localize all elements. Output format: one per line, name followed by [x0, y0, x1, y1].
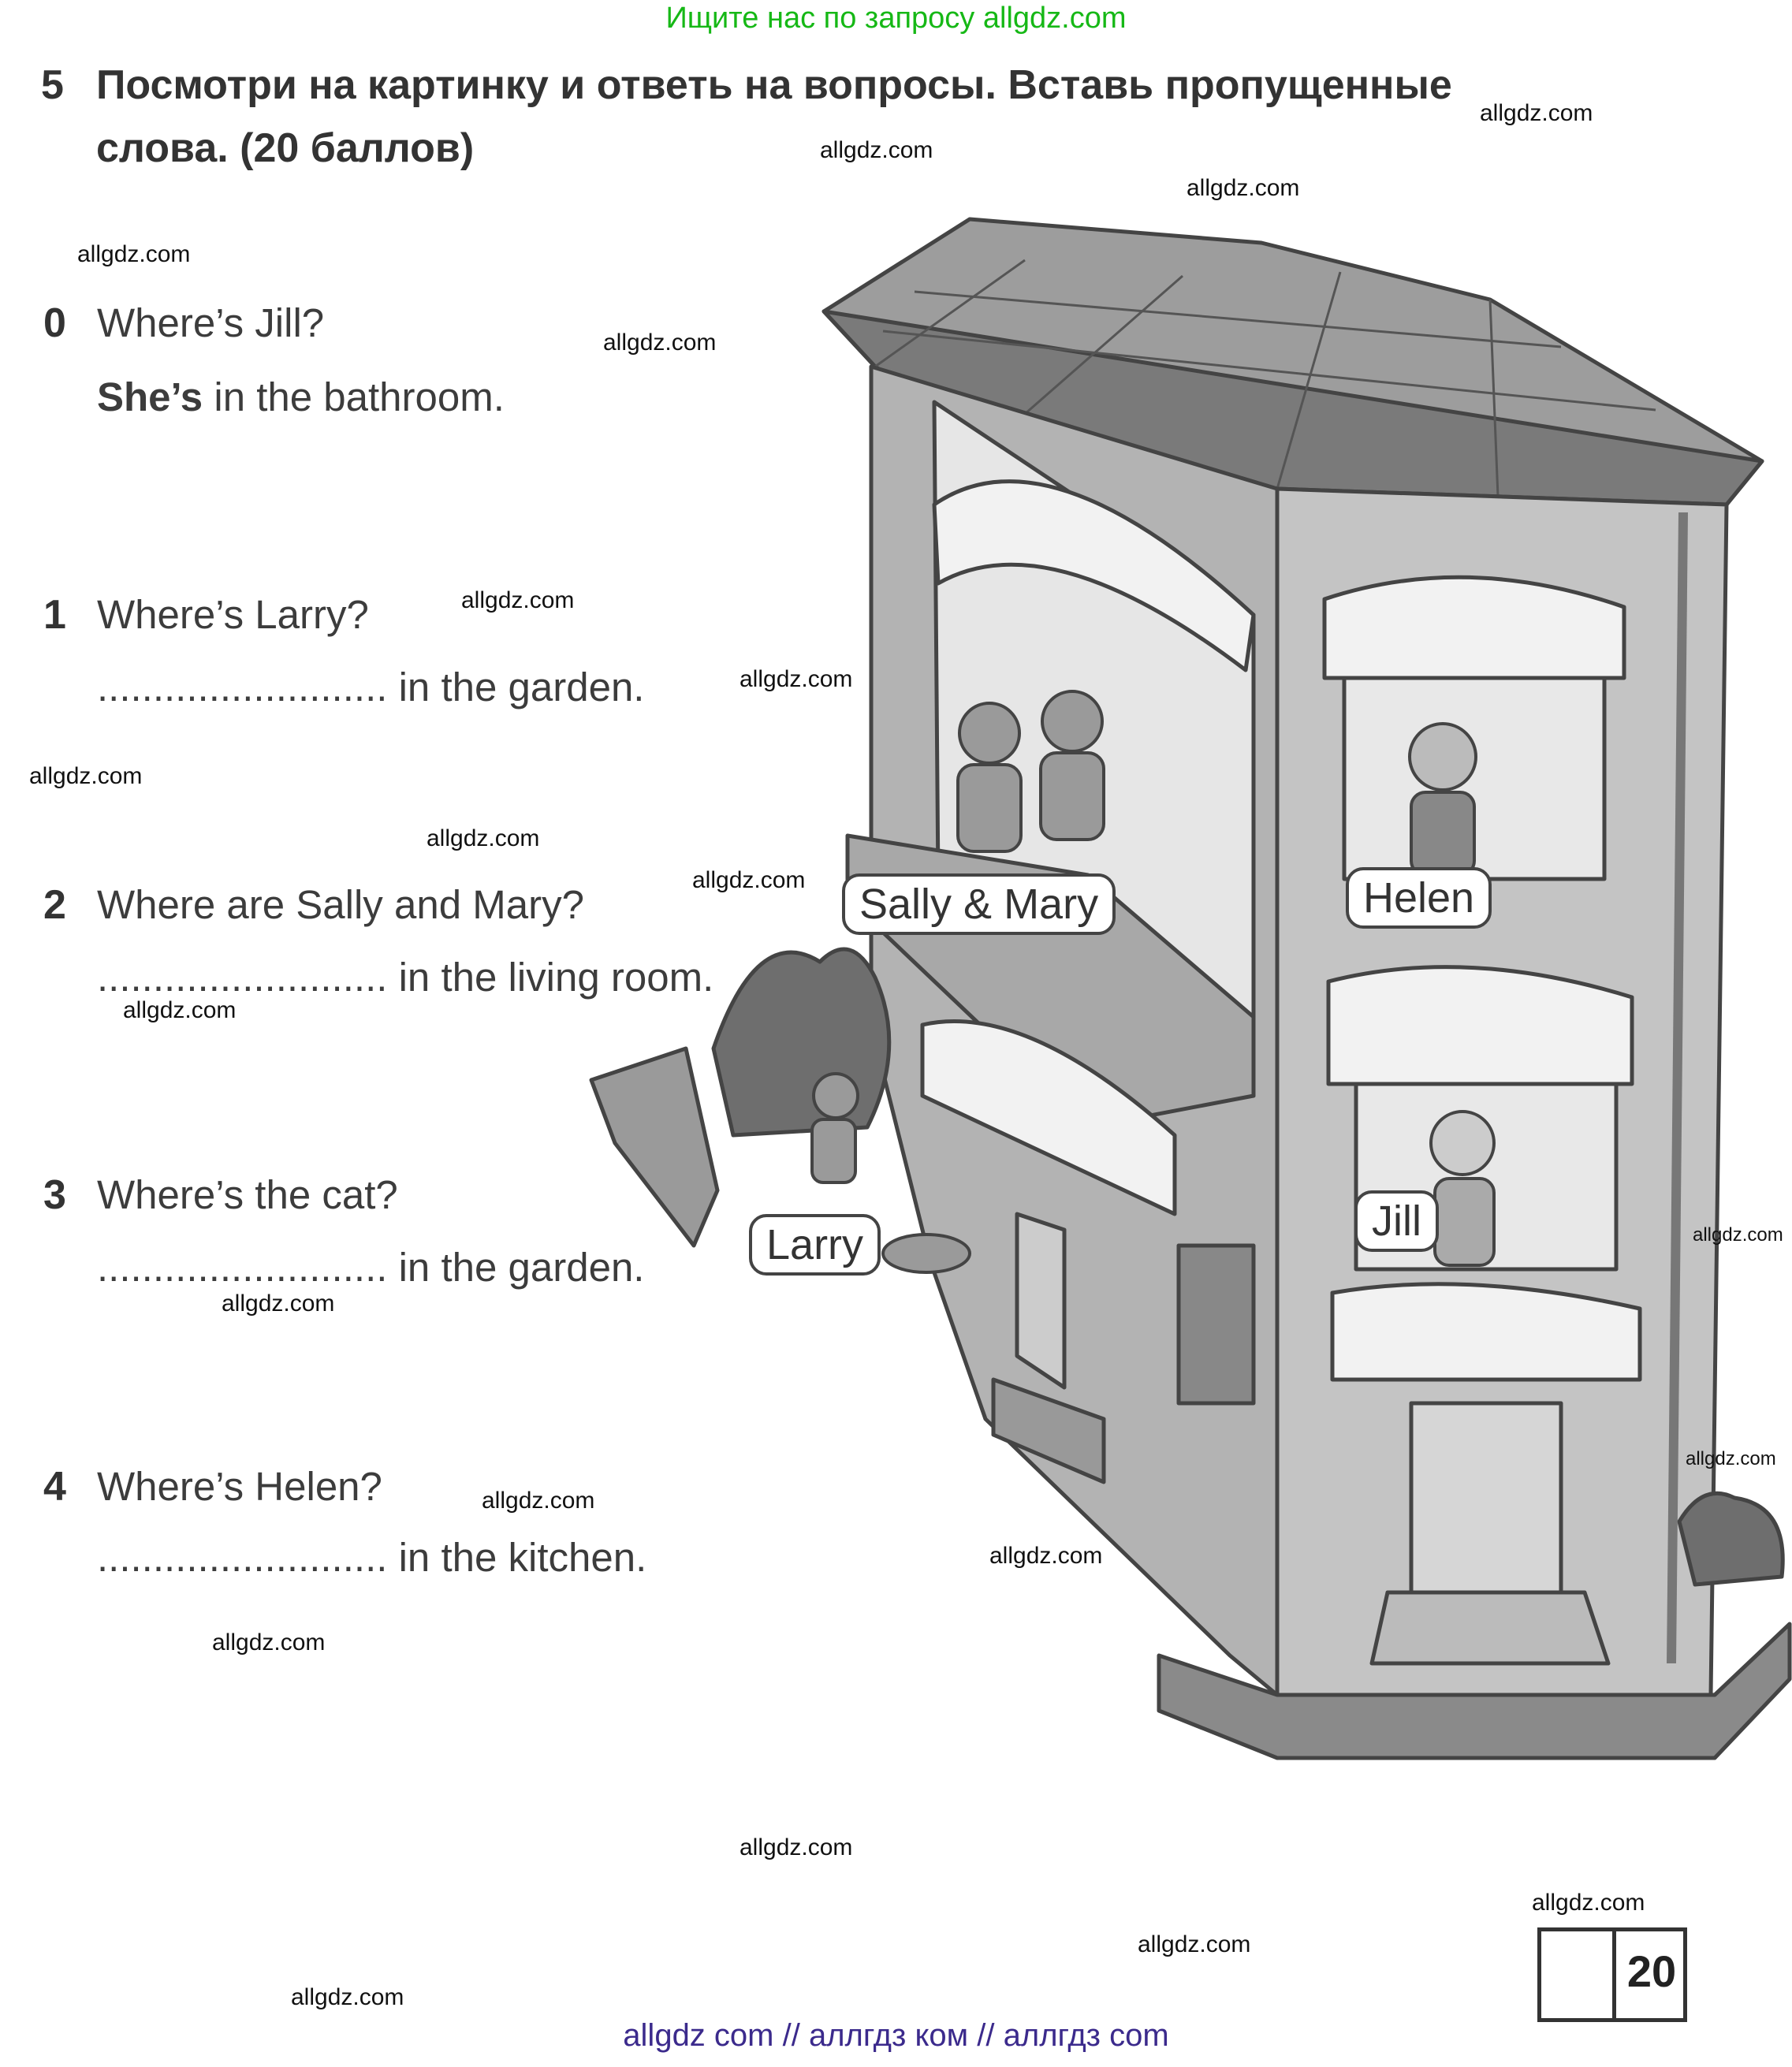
watermark: allgdz.com	[989, 1543, 1103, 1569]
watermark: allgdz.com	[291, 1984, 404, 2010]
answer-3[interactable]: .......................... in the garden…	[97, 1244, 644, 1290]
watermark: allgdz.com	[123, 997, 237, 1023]
score-value: 20	[1626, 1946, 1677, 1996]
question-number: 0	[43, 300, 66, 346]
watermark: allgdz.com	[1187, 175, 1300, 201]
label-sally-mary: Sally & Mary	[842, 873, 1116, 935]
label-larry: Larry	[749, 1214, 881, 1276]
watermark: allgdz.com	[222, 1290, 335, 1317]
answer-rest: in the bathroom.	[203, 374, 505, 419]
watermark: allgdz.com	[1686, 1448, 1776, 1469]
watermark: allgdz.com	[29, 763, 143, 789]
task-number: 5	[41, 62, 64, 108]
watermark: allgdz.com	[603, 330, 717, 356]
question-number: 1	[43, 592, 66, 638]
answer-bold: She’s	[97, 374, 203, 419]
answer-rest: in the garden.	[387, 1245, 645, 1290]
answer-rest: in the living room.	[387, 955, 714, 1000]
answer-blank[interactable]: ..........................	[97, 665, 388, 709]
label-helen: Helen	[1346, 867, 1492, 929]
question-number: 3	[43, 1172, 66, 1218]
label-jill: Jill	[1354, 1190, 1439, 1252]
watermark: allgdz.com	[820, 137, 933, 163]
question-1: 1 Where’s Larry?	[43, 591, 369, 639]
question-2: 2 Where are Sally and Mary?	[43, 881, 584, 929]
answer-2[interactable]: .......................... in the living…	[97, 954, 713, 1000]
watermark: allgdz.com	[740, 1834, 853, 1860]
watermark: allgdz.com	[212, 1629, 326, 1655]
question-4: 4 Where’s Helen?	[43, 1463, 382, 1510]
question-text: Where’s Jill?	[97, 300, 325, 345]
answer-blank[interactable]: ..........................	[97, 1535, 388, 1580]
answer-0: She’s in the bathroom.	[97, 374, 505, 420]
question-text: Where’s Larry?	[97, 592, 369, 637]
top-banner[interactable]: Ищите нас по запросу allgdz.com	[665, 2, 1127, 35]
task-title: 5 Посмотри на картинку и ответь на вопрос…	[41, 54, 1657, 180]
question-3: 3 Where’s the cat?	[43, 1171, 398, 1219]
watermark: allgdz.com	[461, 587, 575, 613]
question-text: Where’s Helen?	[97, 1464, 382, 1509]
watermark: allgdz.com	[740, 666, 853, 692]
watermark: allgdz.com	[482, 1488, 595, 1514]
question-number: 4	[43, 1464, 66, 1510]
watermark: allgdz.com	[1693, 1224, 1783, 1246]
question-0: 0 Where’s Jill?	[43, 300, 324, 347]
watermark: allgdz.com	[77, 241, 191, 267]
question-number: 2	[43, 882, 66, 928]
answer-1[interactable]: .......................... in the garden…	[97, 664, 644, 710]
task-title-line2: слова. (20 баллов)	[96, 125, 475, 171]
watermark: allgdz.com	[427, 825, 540, 851]
question-text: Where are Sally and Mary?	[97, 882, 584, 927]
answer-blank[interactable]: ..........................	[97, 1245, 388, 1290]
house-illustration	[589, 217, 1792, 1760]
watermark: allgdz.com	[1480, 100, 1593, 126]
answer-rest: in the garden.	[387, 665, 645, 709]
answer-rest: in the kitchen.	[387, 1535, 647, 1580]
score-divider	[1612, 1927, 1616, 2022]
bottom-banner[interactable]: allgdz com // аллгдз ком // аллгдз com	[623, 2018, 1169, 2053]
watermark: allgdz.com	[1138, 1931, 1251, 1957]
task-title-line1: Посмотри на картинку и ответь на вопросы…	[96, 62, 1452, 108]
answer-4[interactable]: .......................... in the kitche…	[97, 1534, 646, 1581]
watermark: allgdz.com	[1532, 1890, 1645, 1916]
answer-blank[interactable]: ..........................	[97, 955, 388, 1000]
watermark: allgdz.com	[692, 867, 806, 893]
question-text: Where’s the cat?	[97, 1172, 398, 1217]
